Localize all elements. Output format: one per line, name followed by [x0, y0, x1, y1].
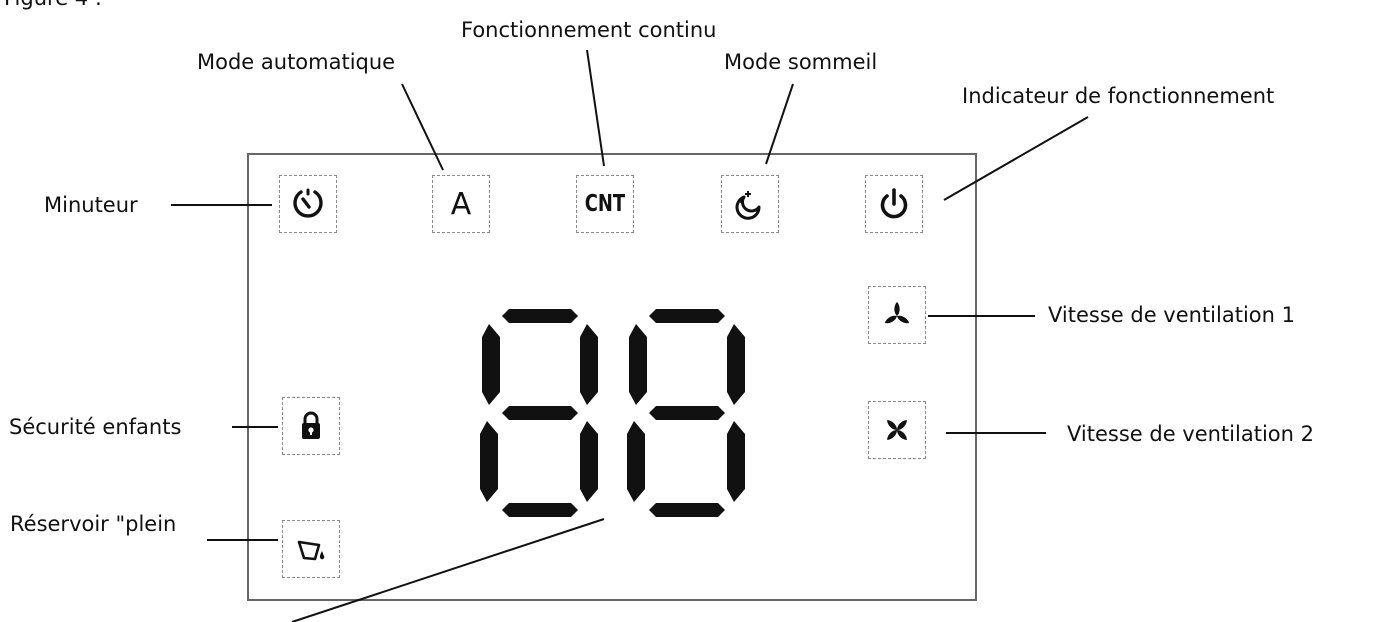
fan-speed-2-icon [887, 420, 907, 440]
tank-full-indicator [282, 520, 340, 578]
label-indicateur-fonctionnement: Indicateur de fonctionnement [962, 84, 1275, 108]
display-digit-2-segment-a [649, 309, 725, 323]
label-fonctionnement-continu: Fonctionnement continu [461, 18, 717, 42]
padlock-icon [302, 411, 320, 439]
power-indicator [865, 175, 923, 233]
child-lock-indicator [282, 397, 340, 455]
timer-icon [293, 188, 323, 218]
label-securite-enfants: Sécurité enfants [9, 415, 182, 439]
display-digit-1-segment-g [502, 406, 578, 420]
sleep-moon-icon [735, 191, 761, 220]
callout-line-indicateur [943, 116, 1089, 201]
callout-line-fonctionnement-continu [586, 49, 605, 167]
label-mode-sommeil: Mode sommeil [724, 50, 878, 74]
fan-speed-2-indicator [868, 401, 926, 459]
display-digit-2-segment-f [629, 324, 647, 405]
fan-speed-1-indicator [868, 286, 926, 344]
callout-line-mode-automatique [401, 83, 444, 171]
label-reservoir-plein: Réservoir "plein [10, 512, 177, 536]
display-digit-2-segment-c [727, 421, 745, 502]
auto-mode-icon: A [450, 186, 472, 222]
power-icon [880, 188, 908, 219]
bucket-icon [297, 540, 325, 561]
continuous-icon: CNT [584, 191, 626, 217]
callout-line-mode-sommeil [765, 83, 794, 165]
display-digit-2-segment-g [649, 406, 725, 420]
label-minuteur: Minuteur [44, 193, 138, 217]
display-digit-2-segment-e [627, 421, 645, 502]
display-digit-1-segment-d [502, 503, 578, 517]
display-digit-2-segment-d [649, 503, 725, 517]
display-digit-1-segment-c [580, 421, 598, 502]
continuous-indicator: CNT [576, 175, 634, 233]
display-digit-2-segment-b [727, 324, 745, 405]
label-vitesse-ventilation-2: Vitesse de ventilation 2 [1067, 422, 1314, 446]
callout-line-display [291, 518, 605, 622]
timer-indicator [279, 175, 337, 233]
auto-mode-indicator: A [432, 175, 490, 233]
label-mode-automatique: Mode automatique [197, 50, 396, 74]
label-vitesse-ventilation-1: Vitesse de ventilation 1 [1048, 303, 1295, 327]
control-panel [247, 153, 977, 601]
sleep-mode-indicator [721, 175, 779, 233]
display-digit-1-segment-b [580, 324, 598, 405]
fan-speed-1-icon [884, 302, 910, 324]
display-digit-1-segment-e [480, 421, 498, 502]
display-digit-1-segment-a [502, 309, 578, 323]
figure-title: Figure 4 : [4, 0, 102, 9]
display-digit-1-segment-f [482, 324, 500, 405]
